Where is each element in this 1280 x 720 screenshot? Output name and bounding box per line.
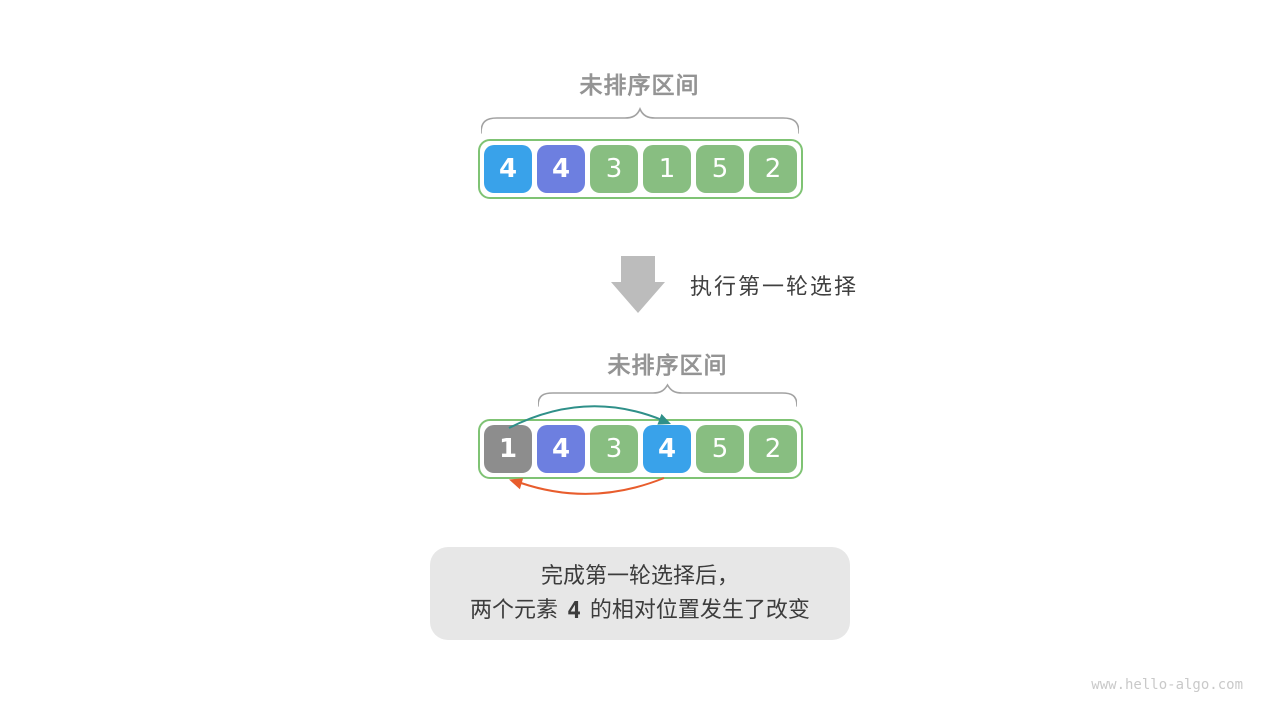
unsorted-range-label-bottom: 未排序区间 [607,353,728,379]
array-cell-green: 1 [643,145,691,193]
caption-line2-prefix: 两个元素 [470,597,559,623]
array-cell-green: 5 [696,425,744,473]
swap-arrow-orange-icon [509,477,665,495]
caption-box: 完成第一轮选择后， 两个元素 4 的相对位置发生了改变 [430,547,850,640]
array-cell-purple: 4 [537,425,585,473]
array-cell-green: 5 [696,145,744,193]
array-cell-gray: 1 [484,425,532,473]
array-cell-purple: 4 [537,145,585,193]
down-arrow-icon [611,256,665,313]
array-cell-green: 3 [590,145,638,193]
watermark: www.hello-algo.com [1091,677,1243,693]
brace-bottom-icon [538,383,797,407]
array-cell-green: 3 [590,425,638,473]
brace-top-icon [481,106,799,134]
array-cell-green: 2 [749,145,797,193]
caption-line1: 完成第一轮选择后， [540,563,739,589]
array-cell-blue: 4 [643,425,691,473]
array-cell-green: 2 [749,425,797,473]
caption-highlight-number: 4 [567,597,581,624]
caption-line2-suffix: 的相对位置发生了改变 [589,597,810,623]
transition-label: 执行第一轮选择 [690,275,859,300]
caption-line2: 两个元素 4 的相对位置发生了改变 [470,594,810,628]
array-cell-blue: 4 [484,145,532,193]
unsorted-range-label-top: 未排序区间 [579,73,700,99]
